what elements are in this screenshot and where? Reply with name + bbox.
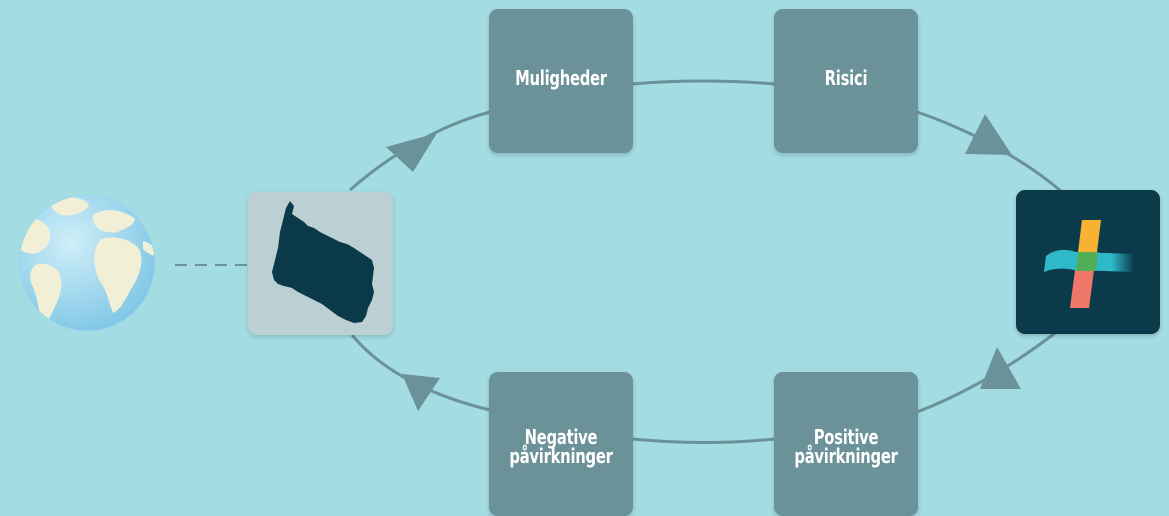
arrowhead-to-region: [402, 374, 440, 411]
connector-muligheder-risici: [631, 79, 776, 86]
island-map-icon: [272, 201, 374, 323]
connector-logo-positive: [916, 331, 1056, 414]
arrowhead-from-risici: [965, 114, 1012, 155]
box-muligheder: Muligheder: [489, 9, 633, 153]
box-risici: Risici: [774, 9, 918, 153]
box-negative-paavirkninger: Negative påvirkninger: [489, 372, 633, 516]
cycle-connectors: [349, 79, 1063, 444]
arrowhead-from-logo: [980, 347, 1021, 389]
connector-positive-negative: [631, 437, 776, 444]
region-card: [248, 192, 393, 335]
box-positive-label: Positive påvirkninger: [794, 425, 898, 468]
box-positive-paavirkninger: Positive påvirkninger: [774, 372, 918, 516]
box-negative-label: Negative påvirkninger: [509, 425, 613, 468]
globe-icon: [18, 194, 156, 332]
box-muligheder-label: Muligheder: [515, 65, 607, 90]
box-risici-label: Risici: [824, 65, 868, 90]
logo-card: [1016, 190, 1160, 334]
cross-logo-icon: [1044, 220, 1134, 308]
arrowhead-to-muligheder: [386, 133, 437, 172]
